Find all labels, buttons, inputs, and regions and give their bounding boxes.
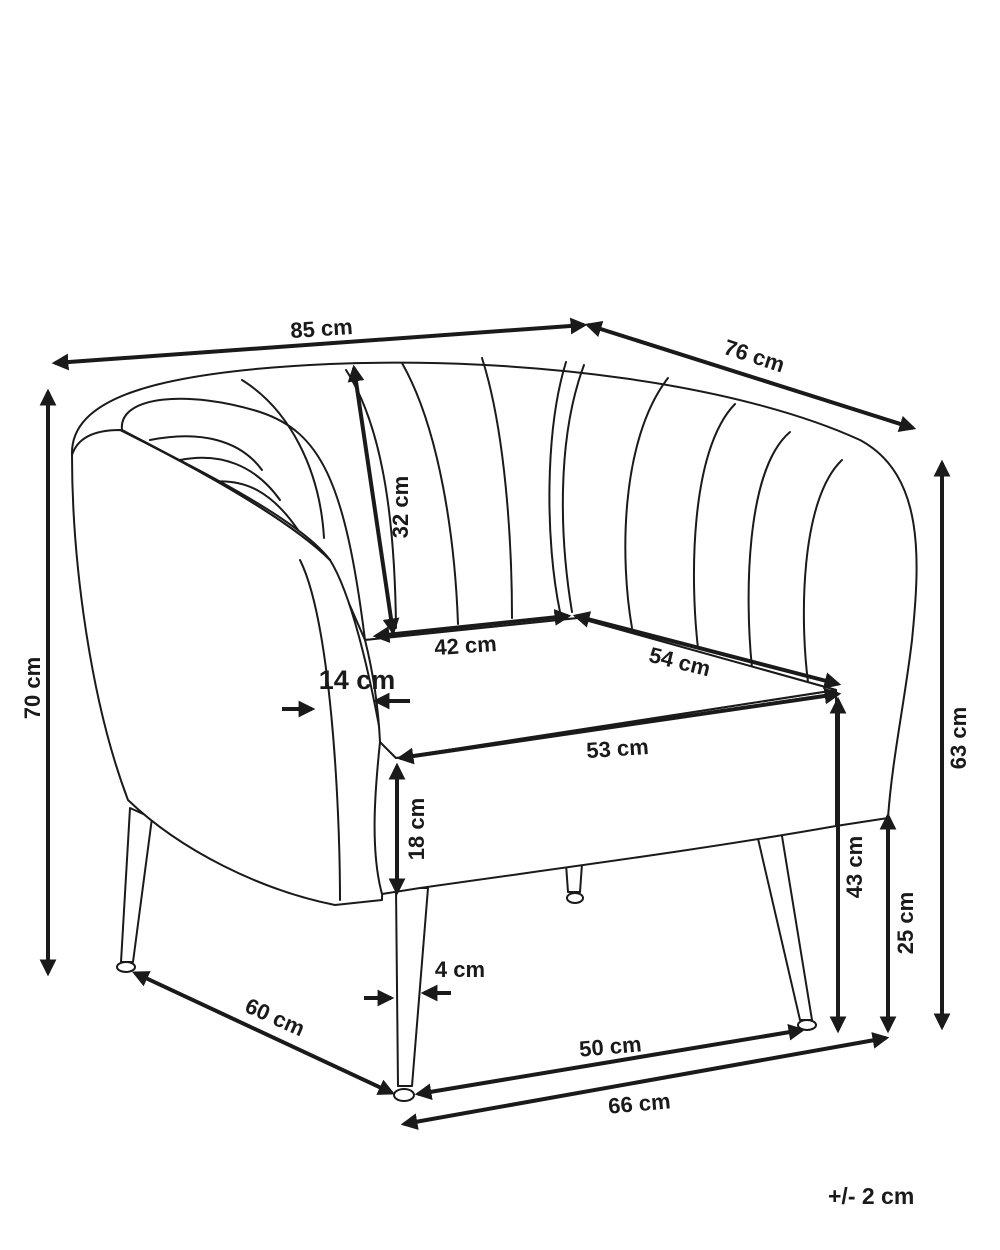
tolerance-note: +/- 2 cm bbox=[828, 1183, 915, 1209]
arrow-seat-width-back bbox=[372, 609, 572, 643]
armchair-drawing bbox=[70, 357, 918, 1102]
arrow-seat-width-front bbox=[396, 687, 842, 765]
label-seat-thickness: 18 cm bbox=[404, 798, 429, 860]
label-leg-width: 4 cm bbox=[435, 957, 485, 982]
leg-back-left bbox=[120, 807, 153, 963]
arrow-front-leg-span bbox=[400, 1032, 890, 1130]
label-leg-height: 25 cm bbox=[893, 892, 918, 954]
label-seat-height: 43 cm bbox=[842, 836, 867, 898]
label-inner-leg-span: 50 cm bbox=[578, 1031, 642, 1061]
label-seat-width-front: 53 cm bbox=[585, 734, 649, 763]
arrow-depth-total bbox=[584, 321, 917, 432]
leg-back-right bbox=[565, 863, 583, 893]
leg-front-left bbox=[395, 887, 429, 1087]
label-height-total: 70 cm bbox=[20, 657, 45, 719]
arrow-width-total bbox=[51, 317, 588, 371]
label-side-leg-span: 60 cm bbox=[241, 993, 308, 1041]
arrow-backrest-height bbox=[347, 364, 400, 636]
dimension-arrows bbox=[39, 317, 951, 1130]
label-backrest-height: 32 cm bbox=[388, 476, 413, 538]
label-seat-width-back: 42 cm bbox=[433, 631, 497, 660]
label-front-leg-span: 66 cm bbox=[607, 1088, 671, 1118]
leg-front-right bbox=[755, 829, 813, 1021]
arrow-seat-depth bbox=[572, 611, 842, 689]
label-armrest-width: 14 cm bbox=[319, 665, 396, 695]
arrow-side-leg-span bbox=[131, 971, 396, 1095]
label-height-arm: 63 cm bbox=[946, 707, 971, 769]
label-width-total: 85 cm bbox=[289, 314, 353, 343]
